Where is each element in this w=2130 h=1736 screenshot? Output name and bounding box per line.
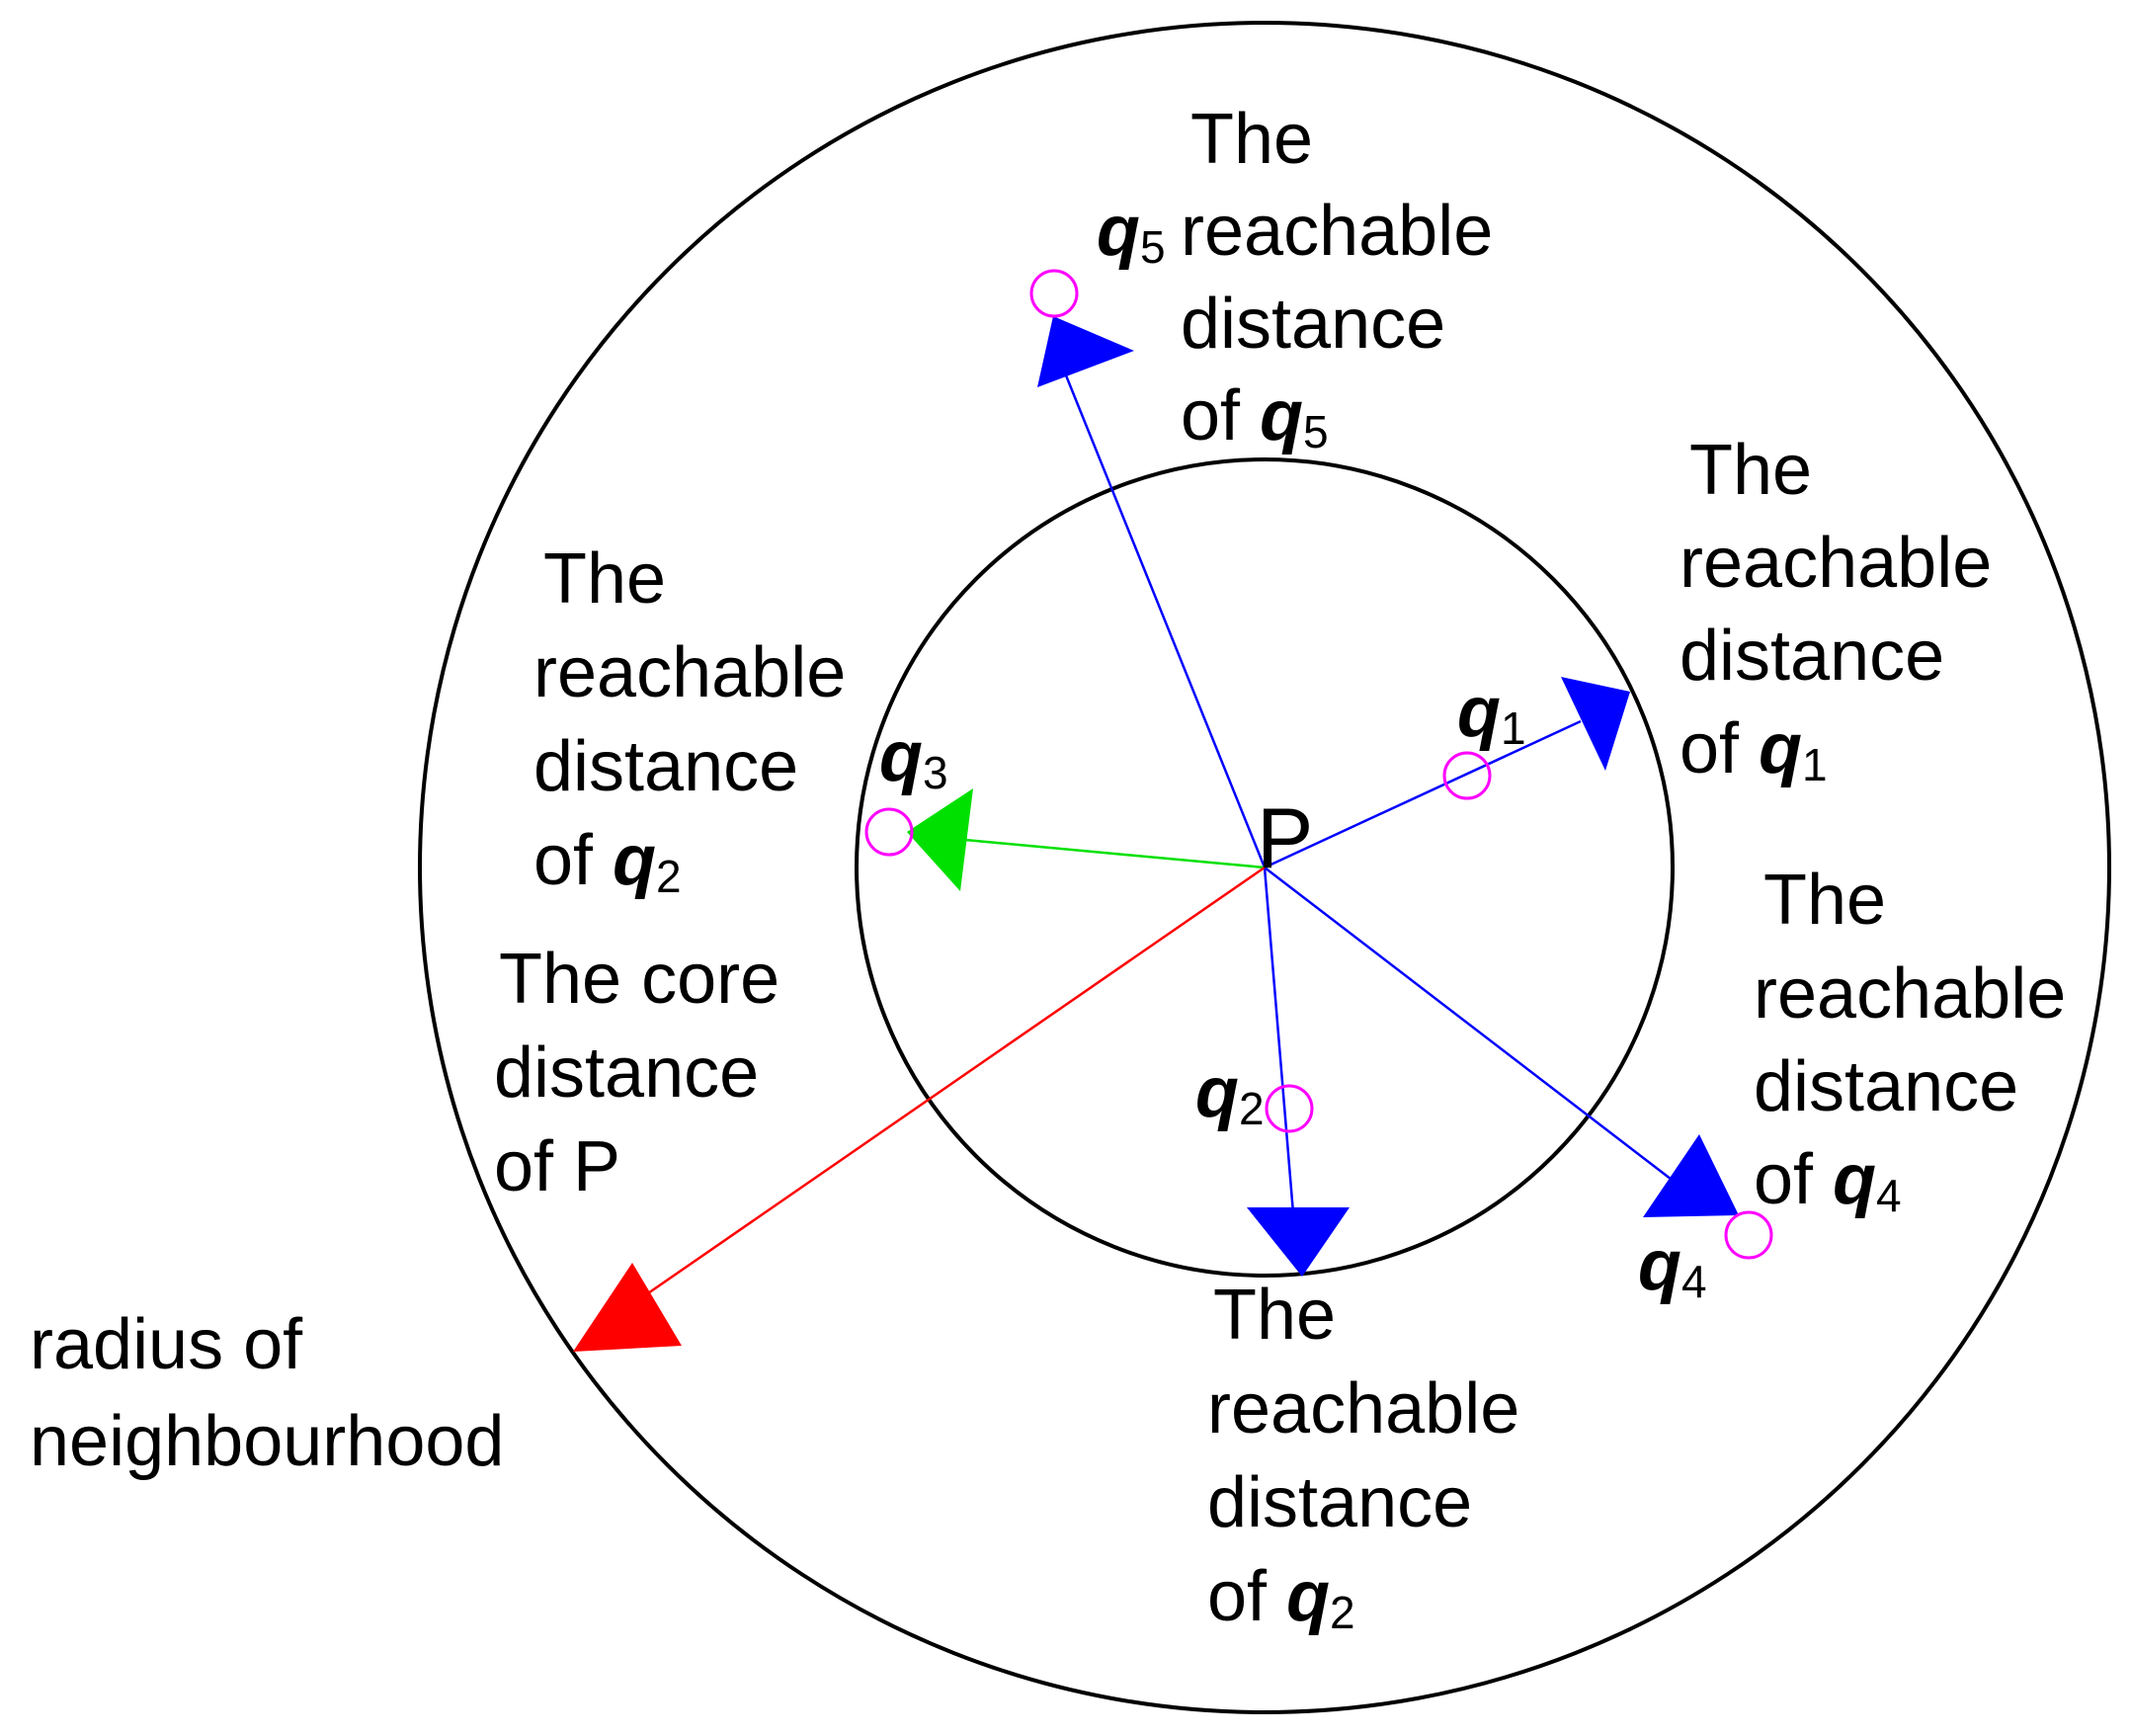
point-marker-q5 <box>1029 269 1079 318</box>
label-reachable-q1: The reachable distance of q1 <box>1679 431 1992 790</box>
point-label-q4: q4 <box>1638 1226 1707 1307</box>
svg-text:of q5: of q5 <box>1181 376 1329 457</box>
svg-text:of q2: of q2 <box>533 821 682 902</box>
arrow-shaft-q5 <box>1060 365 1267 868</box>
svg-text:reachable: reachable <box>1181 192 1493 271</box>
arrow-shaft-q1 <box>1264 719 1582 869</box>
point-marker-q3 <box>864 807 914 857</box>
svg-text:distance: distance <box>1181 285 1445 364</box>
svg-text:radius of: radius of <box>30 1305 303 1384</box>
point-label-q1: q1 <box>1457 673 1526 754</box>
label-reachable-q4: The reachable distance of q4 <box>1754 861 2066 1221</box>
svg-text:of q4: of q4 <box>1754 1140 1902 1221</box>
svg-text:distance: distance <box>1754 1047 2018 1126</box>
svg-text:The: The <box>1213 1276 1336 1355</box>
label-reachable-left: The reachable distance of q2 <box>533 539 846 902</box>
svg-text:distance: distance <box>494 1033 759 1113</box>
label-reachable-q2: The reachable distance of q2 <box>1207 1276 1519 1638</box>
svg-text:The: The <box>543 539 666 619</box>
svg-text:reachable: reachable <box>1754 954 2066 1033</box>
svg-text:of P: of P <box>494 1127 620 1206</box>
svg-text:reachable: reachable <box>533 633 846 712</box>
svg-text:of q2: of q2 <box>1207 1557 1355 1638</box>
svg-text:distance: distance <box>1207 1463 1472 1542</box>
label-reachable-q5: The reachable distance of q5 <box>1181 100 1493 457</box>
arrow-shaft-q4 <box>1264 867 1680 1187</box>
outer-circle <box>418 21 2111 1714</box>
svg-text:neighbourhood: neighbourhood <box>30 1402 504 1481</box>
arrow-shaft-radius <box>631 866 1266 1306</box>
svg-text:reachable: reachable <box>1679 524 1992 603</box>
svg-text:of q1: of q1 <box>1679 709 1828 790</box>
point-marker-q1 <box>1442 751 1492 800</box>
svg-text:distance: distance <box>533 727 798 806</box>
label-radius: radius of neighbourhood <box>30 1305 504 1481</box>
arrow-head-q1 <box>1561 677 1630 771</box>
svg-text:The: The <box>1190 100 1313 179</box>
arrow-shaft-q2 <box>1263 867 1296 1226</box>
center-label: P <box>1257 791 1313 886</box>
point-label-q3: q3 <box>879 717 948 798</box>
arrow-head-radius <box>573 1263 682 1352</box>
arrow-head-q3 <box>907 788 973 891</box>
arrow-head-q2 <box>1247 1207 1350 1277</box>
label-core-distance: The core distance of P <box>494 940 779 1206</box>
svg-text:reachable: reachable <box>1207 1369 1519 1448</box>
svg-text:The: The <box>1689 431 1812 510</box>
svg-text:The: The <box>1763 861 1886 940</box>
svg-text:distance: distance <box>1679 617 1944 696</box>
arrow-head-q5 <box>1037 316 1134 387</box>
svg-text:The core: The core <box>499 940 779 1019</box>
point-label-q2: q2 <box>1195 1053 1265 1134</box>
arrow-head-q4 <box>1643 1134 1739 1217</box>
inner-circle <box>855 457 1675 1278</box>
point-label-q5: q5 <box>1097 192 1166 273</box>
arrow-shaft-q3 <box>942 836 1266 869</box>
point-marker-q2 <box>1265 1084 1314 1133</box>
point-marker-q4 <box>1724 1210 1773 1260</box>
